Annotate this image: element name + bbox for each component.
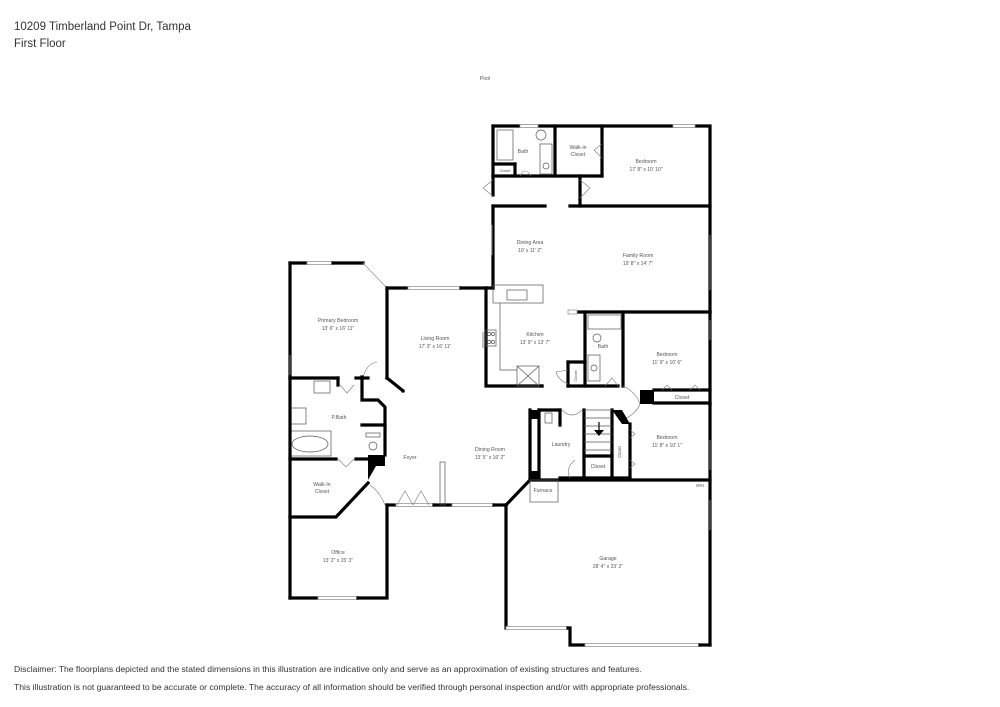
room-dining: Dining Room — [475, 447, 505, 453]
room-primary-bedroom: Primary Bedroom — [318, 318, 358, 324]
central-wing: Kitchen 13' 9" x 13' 7" Dining Area 10' … — [484, 204, 711, 388]
room-bedroom-right1: Bedroom — [656, 352, 677, 358]
disclaimer-line-2: This illustration is not guaranteed to b… — [14, 682, 690, 692]
room-walkin-top: Walk-in — [569, 145, 586, 151]
room-pbath: P.Bath — [332, 415, 347, 421]
svg-text:28' 4" x 23' 2": 28' 4" x 23' 2" — [593, 564, 623, 570]
pool-label: Pool — [480, 76, 490, 82]
property-address: 10209 Timberland Point Dr, Tampa — [14, 21, 191, 33]
svg-text:13' 6" x 16' 11": 13' 6" x 16' 11" — [322, 326, 355, 332]
foyer-dining: Foyer Dining Room 13' 5" x 16' 2" — [385, 384, 544, 508]
room-dining-area: Dining Area — [517, 240, 544, 246]
room-living: Living Room — [421, 336, 450, 342]
left-wing: Primary Bedroom 13' 6" x 16' 11" Living … — [288, 261, 488, 393]
svg-text:11' 8" x 10' 1": 11' 8" x 10' 1" — [652, 443, 682, 449]
room-bedroom-right2: Bedroom — [656, 435, 677, 441]
room-laundry: Laundry — [552, 442, 571, 448]
svg-text:19' 8" x 14' 7": 19' 8" x 14' 7" — [623, 261, 653, 267]
room-bath-top: Bath — [518, 149, 529, 155]
room-foyer: Foyer — [403, 455, 417, 461]
room-closet-top: Closet — [500, 169, 512, 173]
svg-text:11' 9" x 10' 6": 11' 9" x 10' 6" — [652, 360, 682, 366]
room-closet-bedroom2: Closet — [617, 445, 622, 458]
room-garage: Garage — [599, 556, 616, 562]
garage: Furnace W/H Garage 28' 4" x 23' 2" — [504, 478, 712, 647]
room-furnace: Furnace — [533, 488, 552, 494]
room-kitchen: Kitchen — [526, 332, 543, 338]
disclaimer-line-1: Disclaimer: The floorplans depicted and … — [14, 664, 642, 674]
room-closet-bedroom1: Closet — [675, 395, 690, 401]
svg-text:17' 3" x 16' 11": 17' 3" x 16' 11" — [419, 344, 452, 350]
svg-text:10' x 11' 2": 10' x 11' 2" — [518, 248, 542, 254]
room-bedroom-top: Bedroom — [635, 159, 656, 165]
room-closet-stairs: Closet — [591, 464, 606, 470]
laundry-stairs: Laundry Closet — [531, 408, 632, 480]
top-wing: Bath Closet Walk-in Closet Bedroom 17' 8… — [482, 124, 712, 314]
svg-text:17' 8" x 10' 10": 17' 8" x 10' 10" — [630, 167, 663, 173]
svg-text:13' 5" x 16' 2": 13' 5" x 16' 2" — [475, 455, 505, 461]
svg-text:Closet: Closet — [571, 152, 586, 158]
room-office: Office — [331, 550, 345, 556]
room-family: Family Room — [623, 253, 654, 259]
room-bath-right: Bath — [598, 344, 609, 350]
room-walkin-primary: Walk-In — [313, 482, 331, 488]
svg-text:13' 9" x 13' 7": 13' 9" x 13' 7" — [520, 340, 550, 346]
svg-text:13' 2" x 15' 3": 13' 2" x 15' 3" — [323, 558, 353, 564]
right-wing: Bath Closet Bedroom 11' 9" x 10' 6" Clos… — [555, 309, 712, 647]
primary-suite: P.Bath Walk-In Closet Office 13' 2" x 15… — [288, 375, 389, 600]
floor-label: First Floor — [14, 38, 66, 50]
room-water-heater: W/H — [696, 483, 704, 488]
svg-text:Closet: Closet — [315, 489, 330, 495]
room-closet-kitchen: Closet — [573, 369, 578, 381]
